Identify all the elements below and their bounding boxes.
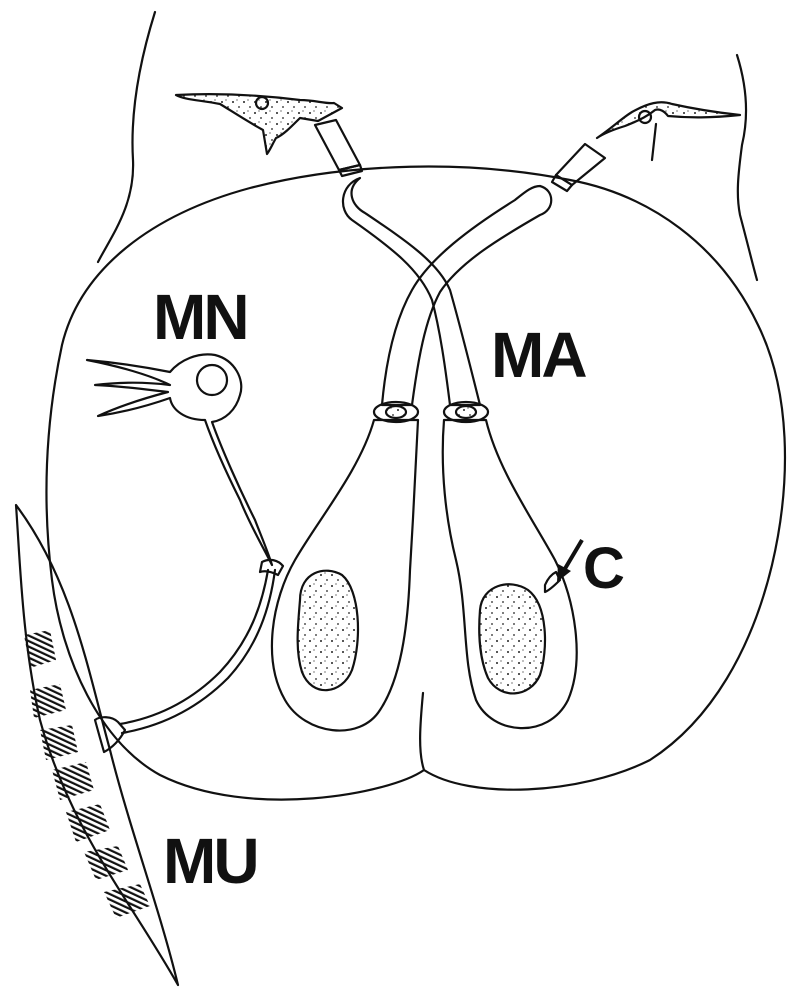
label-c: C [583,540,622,598]
label-ma: MA [491,323,585,387]
label-motor-neuron: MN [153,285,247,349]
motor-neuron-soma [87,354,272,565]
cell-body-left [272,420,418,731]
body-outline-left [98,12,155,262]
arrow-c [557,540,582,582]
label-muscle: MU [163,829,257,893]
muscle-fiber [16,505,178,985]
nucleus-left [298,571,358,690]
dorsal-axon-left [315,120,360,170]
dorsal-cell-right-process [652,124,656,160]
motor-axon [120,570,275,733]
muscle-striations [24,630,150,918]
dorsal-cell-right [597,102,740,138]
nucleus-right [479,584,545,693]
motor-neuron-nucleus [197,365,227,395]
body-outline-right [737,55,757,280]
